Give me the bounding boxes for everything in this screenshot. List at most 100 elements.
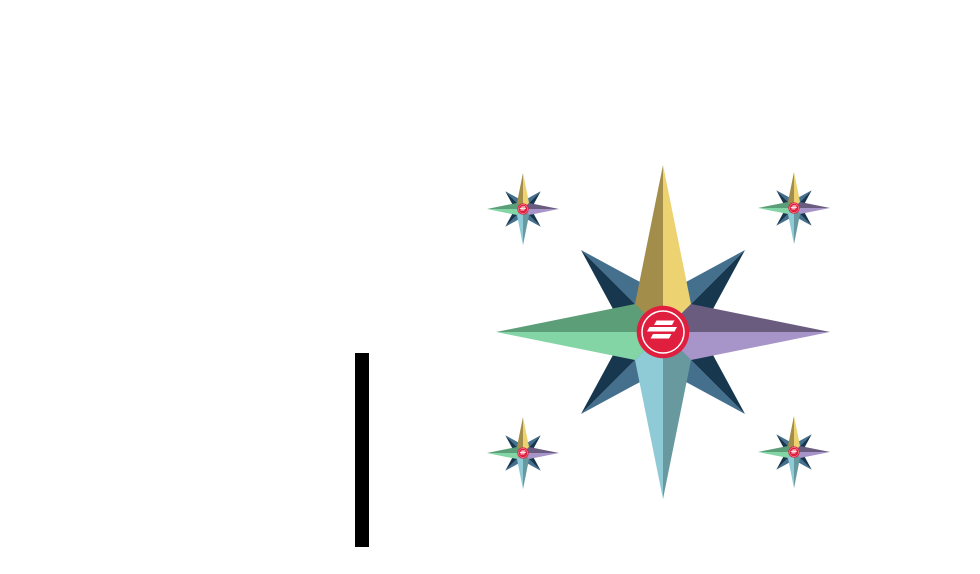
- south-light-half: [787, 452, 794, 489]
- west-light-half: [486, 453, 523, 460]
- compass-rose-top-right: [757, 171, 831, 245]
- badge-bar: [790, 450, 798, 452]
- south-light-half: [516, 453, 523, 490]
- compass-rose-large: [496, 165, 830, 499]
- compass-rose-bottom-right: [757, 415, 831, 489]
- badge-red-disc: [517, 203, 529, 215]
- badge-bar: [792, 449, 797, 451]
- north-light-half: [794, 415, 801, 452]
- south-light-half: [787, 208, 794, 245]
- north-dark-half: [787, 171, 794, 208]
- badge-bar: [790, 206, 798, 208]
- badge-bar: [654, 320, 675, 325]
- badge-bars-icon: [519, 450, 527, 455]
- badge-white-ring: [789, 447, 799, 457]
- compass-point-south: [635, 332, 691, 499]
- badge-bar: [791, 208, 796, 210]
- badge-bar: [519, 451, 527, 453]
- north-dark-half: [787, 415, 794, 452]
- badge-red-disc: [788, 202, 800, 214]
- badge-bar: [519, 207, 527, 209]
- west-dark-half: [486, 446, 523, 453]
- compass-point-north: [516, 172, 530, 209]
- east-light-half: [523, 453, 560, 460]
- compass-point-south: [787, 208, 801, 245]
- north-dark-half: [516, 416, 523, 453]
- north-dark-half: [635, 165, 663, 332]
- compass-point-east: [523, 446, 560, 460]
- compass-point-south: [516, 209, 530, 246]
- east-dark-half: [523, 202, 560, 209]
- compass-rose-bottom-left: [486, 416, 560, 490]
- south-light-half: [516, 209, 523, 246]
- badge-bar: [791, 452, 796, 454]
- west-light-half: [757, 452, 794, 459]
- north-light-half: [794, 171, 801, 208]
- badge-bars-icon: [519, 206, 527, 211]
- compass-rose-top-left: [486, 172, 560, 246]
- badge-bar: [520, 453, 525, 455]
- compass-point-south: [516, 453, 530, 490]
- badge-bars-icon: [647, 320, 677, 339]
- badge-bar: [647, 327, 677, 332]
- badge-white-ring: [641, 310, 685, 354]
- east-dark-half: [794, 445, 831, 452]
- west-light-half: [496, 332, 663, 360]
- east-light-half: [794, 452, 831, 459]
- compass-center-badge: [517, 447, 529, 459]
- west-dark-half: [496, 304, 663, 332]
- badge-red-disc: [636, 305, 690, 359]
- compass-point-east: [794, 201, 831, 215]
- north-light-half: [663, 165, 691, 332]
- north-light-half: [523, 416, 530, 453]
- badge-bar: [521, 450, 526, 452]
- badge-bar: [521, 206, 526, 208]
- compass-point-south: [787, 452, 801, 489]
- east-light-half: [794, 208, 831, 215]
- south-dark-half: [523, 209, 530, 246]
- north-dark-half: [516, 172, 523, 209]
- east-dark-half: [523, 446, 560, 453]
- badge-white-ring: [518, 204, 528, 214]
- east-light-half: [663, 332, 830, 360]
- badge-red-disc: [788, 446, 800, 458]
- compass-point-north: [516, 416, 530, 453]
- compass-center-badge: [788, 446, 800, 458]
- compass-point-east: [663, 304, 830, 360]
- badge-red-disc: [517, 447, 529, 459]
- west-dark-half: [757, 445, 794, 452]
- compass-point-west: [496, 304, 663, 360]
- compass-point-north: [787, 415, 801, 452]
- compass-center-badge: [517, 203, 529, 215]
- vertical-black-bar: [355, 353, 369, 547]
- compass-point-west: [757, 445, 794, 459]
- compass-point-north: [787, 171, 801, 208]
- compass-point-east: [794, 445, 831, 459]
- badge-white-ring: [518, 448, 528, 458]
- compass-point-north: [635, 165, 691, 332]
- east-dark-half: [663, 304, 830, 332]
- badge-bars-icon: [790, 449, 798, 454]
- east-light-half: [523, 209, 560, 216]
- badge-bar: [792, 205, 797, 207]
- north-light-half: [523, 172, 530, 209]
- west-light-half: [757, 208, 794, 215]
- compass-point-west: [757, 201, 794, 215]
- compass-center-badge: [788, 202, 800, 214]
- compass-center-badge: [636, 305, 690, 359]
- west-dark-half: [486, 202, 523, 209]
- compass-point-east: [523, 202, 560, 216]
- east-dark-half: [794, 201, 831, 208]
- south-dark-half: [663, 332, 691, 499]
- badge-bar: [650, 334, 672, 339]
- compass-point-west: [486, 202, 523, 216]
- badge-bar: [520, 209, 525, 211]
- badge-bars-icon: [790, 205, 798, 210]
- south-light-half: [635, 332, 663, 499]
- badge-white-ring: [789, 203, 799, 213]
- south-dark-half: [523, 453, 530, 490]
- west-dark-half: [757, 201, 794, 208]
- west-light-half: [486, 209, 523, 216]
